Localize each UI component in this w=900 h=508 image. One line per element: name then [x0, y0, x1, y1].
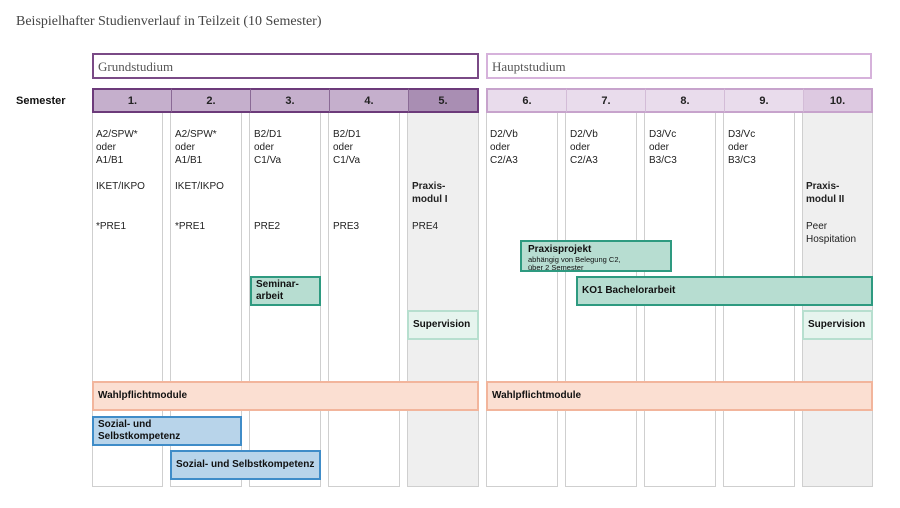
module-options-s1: A2/SPW* oder A1/B1	[96, 129, 138, 166]
sozialkompetenz-box-1: Sozial- und Selbstkompetenz	[92, 416, 242, 446]
praxismodul-2: Praxis- modul II	[806, 181, 845, 205]
semester-column-4	[328, 88, 400, 487]
iket-ikpo-s1: IKET/IKPO	[96, 181, 145, 192]
module-options-s3: B2/D1 oder C1/Va	[254, 129, 282, 166]
semester-header-10: 10.	[803, 88, 873, 113]
semester-column-5	[407, 88, 479, 487]
semester-header-8: 8.	[645, 88, 724, 113]
pre-s3: PRE2	[254, 221, 281, 232]
semester-header-2: 2.	[171, 88, 250, 113]
wahlpflichtmodule-haupt: Wahlpflichtmodule	[486, 381, 873, 411]
seminararbeit-box: Seminar- arbeit	[250, 276, 321, 306]
semester-header-4: 4.	[329, 88, 408, 113]
semester-header-1: 1.	[92, 88, 171, 113]
module-options-s9: D3/Vc oder B3/C3	[728, 129, 756, 166]
pre-s1: *PRE1	[96, 221, 127, 232]
semester-header-3: 3.	[250, 88, 329, 113]
module-options-s4: B2/D1 oder C1/Va	[333, 129, 361, 166]
sozialkompetenz-box-2: Sozial- und Selbstkompetenz	[170, 450, 321, 480]
phase-hauptstudium: Hauptstudium	[486, 53, 872, 79]
praxisprojekt-box: Praxisprojekt abhängig von Belegung C2, …	[520, 240, 672, 272]
semester-header-9: 9.	[724, 88, 803, 113]
module-options-s2: A2/SPW* oder A1/B1	[175, 129, 217, 166]
praxisprojekt-note: abhängig von Belegung C2, über 2 Semeste…	[528, 255, 621, 272]
praxisprojekt-title: Praxisprojekt	[528, 244, 592, 255]
module-options-s8: D3/Vc oder B3/C3	[649, 129, 677, 166]
iket-ikpo-s2: IKET/IKPO	[175, 181, 224, 192]
ko1-bachelorarbeit-box: KO1 Bachelorarbeit	[576, 276, 873, 306]
supervision-box-s10: Supervision	[802, 310, 873, 340]
wahlpflichtmodule-grund: Wahlpflichtmodule	[92, 381, 479, 411]
pre-s4: PRE3	[333, 221, 360, 232]
semester-label: Semester	[16, 95, 66, 107]
pre-s5: PRE4	[412, 221, 439, 232]
diagram-title: Beispielhafter Studienverlauf in Teilzei…	[16, 14, 322, 29]
supervision-box-s5: Supervision	[407, 310, 479, 340]
module-options-s6: D2/Vb oder C2/A3	[490, 129, 518, 166]
semester-header-7: 7.	[566, 88, 645, 113]
semester-column-6	[486, 88, 558, 487]
praxismodul-1: Praxis- modul I	[412, 181, 448, 205]
pre-s2: *PRE1	[175, 221, 206, 232]
peer-hospitation: Peer Hospitation	[806, 221, 857, 245]
phase-grundstudium: Grundstudium	[92, 53, 479, 79]
semester-header-6: 6.	[486, 88, 566, 113]
module-options-s7: D2/Vb oder C2/A3	[570, 129, 598, 166]
semester-header-5: 5.	[408, 88, 479, 113]
